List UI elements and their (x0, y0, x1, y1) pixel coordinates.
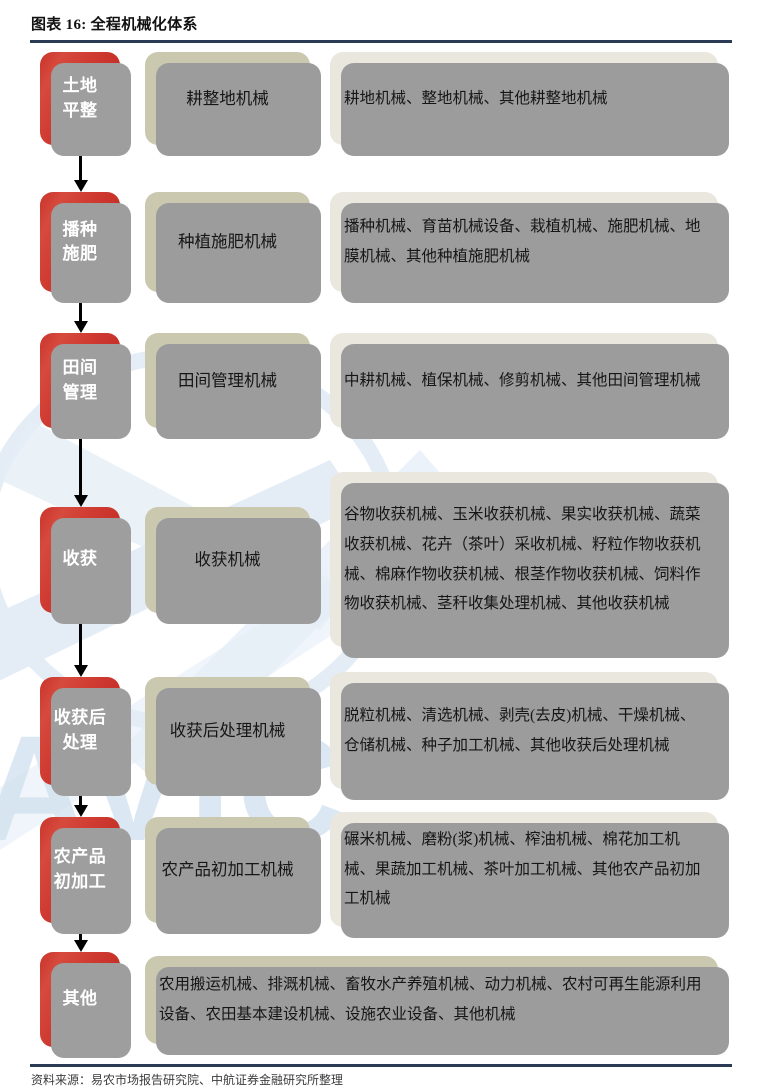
stage-box-1: 土地 平整 (40, 52, 131, 156)
stage-box-6: 农产品 初加工 (40, 816, 131, 934)
category-label: 田间管理机械 (178, 370, 277, 390)
page-title: 图表 16: 全程机械化体系 (31, 17, 198, 33)
category-label: 种植施肥机械 (178, 232, 277, 252)
detail-box-5: 脱粒机械、清选机械、剥壳(去皮)机械、干燥机械、仓储机械、种子加工机械、其他收获… (330, 672, 729, 800)
detail-text: 碾米机械、磨粉(浆)机械、榨油机械、棉花加工机械、果蔬加工机械、茶叶加工机械、其… (344, 830, 701, 908)
detail-text: 播种机械、育苗机械设备、栽植机械、施肥机械、地膜机械、其他种植施肥机械 (344, 218, 701, 265)
category-box-1: 耕整地机械 (145, 52, 321, 156)
detail-box-4: 谷物收获机械、玉米收获机械、果实收获机械、蔬菜收获机械、花卉（茶叶）采收机械、籽… (330, 472, 729, 658)
stage-box-5: 收获后 处理 (40, 676, 131, 796)
stage-box-7: 其他 (40, 952, 131, 1058)
stage-label: 收获后 处理 (53, 708, 107, 752)
title-divider (30, 40, 732, 43)
bottom-divider (30, 1064, 732, 1067)
category-box-6: 农产品初加工机械 (145, 816, 321, 934)
flow-arrow-1 (73, 145, 88, 192)
category-box-5: 收获后处理机械 (145, 676, 321, 796)
stage-label: 土地 平整 (62, 76, 98, 120)
detail-box-3: 中耕机械、植保机械、修剪机械、其他田间管理机械 (330, 333, 729, 439)
detail-text: 谷物收获机械、玉米收获机械、果实收获机械、蔬菜收获机械、花卉（茶叶）采收机械、籽… (344, 506, 701, 613)
category-box-2: 种植施肥机械 (145, 192, 321, 303)
detail-box-2: 播种机械、育苗机械设备、栽植机械、施肥机械、地膜机械、其他种植施肥机械 (330, 192, 729, 303)
category-label: 耕整地机械 (186, 88, 269, 108)
category-label: 农产品初加工机械 (161, 859, 294, 879)
detail-text: 耕地机械、整地机械、其他耕整地机械 (344, 89, 608, 107)
stage-box-2: 播种 施肥 (40, 192, 131, 303)
category-label: 收获后处理机械 (169, 720, 286, 740)
category-box-3: 田间管理机械 (145, 333, 321, 439)
stage-label: 收获 (62, 549, 98, 569)
stage-label: 农产品 初加工 (53, 847, 107, 891)
category-label: 收获机械 (194, 549, 261, 569)
category-box-4: 收获机械 (145, 506, 321, 624)
stage-label: 播种 施肥 (62, 219, 98, 263)
stage-box-3: 田间 管理 (40, 333, 131, 439)
flow-arrow-2 (73, 292, 88, 333)
detail-box-1: 耕地机械、整地机械、其他耕整地机械 (330, 52, 729, 156)
stage-label: 其他 (62, 989, 98, 1009)
source-note: 资料来源：易农市场报告研究院、中航证券金融研究所整理 (31, 1073, 344, 1087)
detail-text: 农用搬运机械、排溉机械、畜牧水产养殖机械、动力机械、农村可再生能源利用设备、农田… (159, 975, 702, 1023)
detail-text: 中耕机械、植保机械、修剪机械、其他田间管理机械 (344, 371, 701, 389)
detail-box-7: 农用搬运机械、排溉机械、畜牧水产养殖机械、动力机械、农村可再生能源利用设备、农田… (145, 955, 729, 1055)
detail-box-6: 碾米机械、磨粉(浆)机械、榨油机械、棉花加工机械、果蔬加工机械、茶叶加工机械、其… (330, 812, 729, 938)
flow-arrow-5 (73, 784, 88, 817)
stage-box-4: 收获 (40, 506, 131, 624)
stage-label: 田间 管理 (62, 358, 98, 402)
detail-text: 脱粒机械、清选机械、剥壳(去皮)机械、干燥机械、仓储机械、种子加工机械、其他收获… (344, 706, 696, 754)
